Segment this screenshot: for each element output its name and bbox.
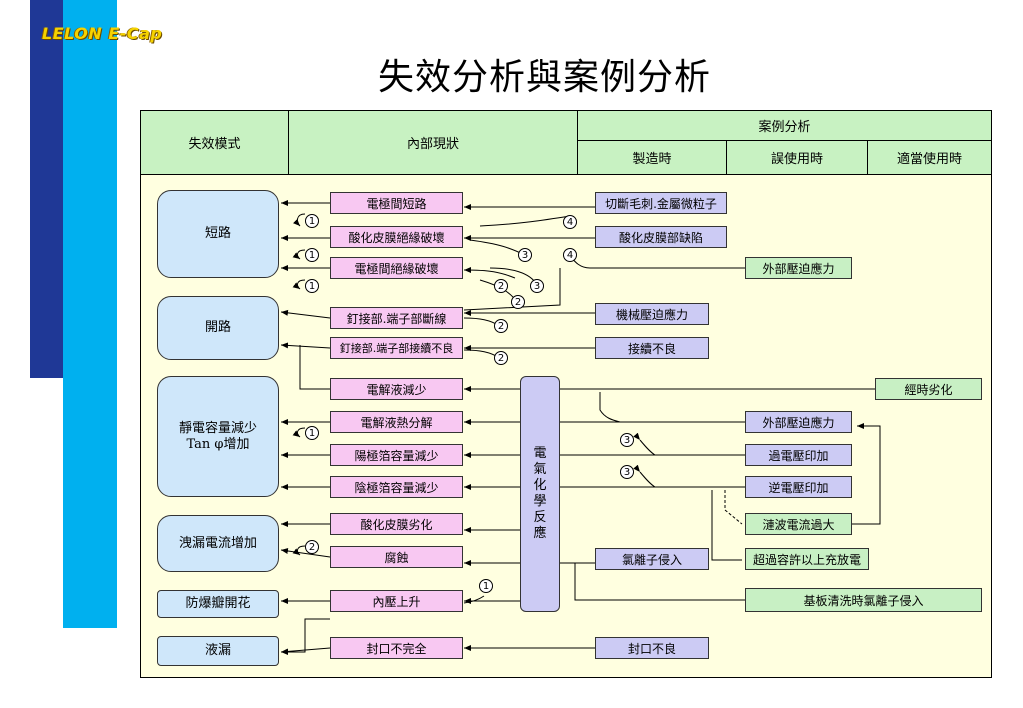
left-light-bar <box>63 0 117 628</box>
mode-open: 開路 <box>157 296 279 360</box>
mode-capacitance-line1: 靜電容量減少 <box>178 420 257 436</box>
env-ripple: 漣波電流過大 <box>745 513 852 535</box>
env-cleaning-chloride: 基板清洗時氯離子侵入 <box>745 588 982 612</box>
env-ext-stress-2: 外部壓迫應力 <box>745 411 852 433</box>
marker-circle: 3 <box>530 279 544 293</box>
brand-logo: LELON E-Cap <box>42 24 163 43</box>
marker-circle: 3 <box>518 248 532 262</box>
cause-oxide-defect: 酸化皮膜部缺陷 <box>595 226 727 248</box>
marker-circle: 4 <box>563 248 577 262</box>
marker-circle: 1 <box>479 579 493 593</box>
electrochem-char: 學 <box>533 494 547 509</box>
electrochem-char: 化 <box>533 478 547 493</box>
page-title: 失效分析與案例分析 <box>378 57 712 98</box>
internal-corrosion: 腐蝕 <box>330 546 463 568</box>
cause-chloride: 氯離子侵入 <box>595 548 709 570</box>
env-reverse-voltage: 逆電壓印加 <box>745 476 852 498</box>
marker-circle: 1 <box>305 214 319 228</box>
mode-capacitance: 靜電容量減少 Tan φ增加 <box>157 376 279 497</box>
internal-anode-decrease: 陽極箔容量減少 <box>330 444 463 466</box>
marker-circle: 2 <box>511 295 525 309</box>
header-manufacturing: 製造時 <box>577 140 727 175</box>
internal-electrode-insulation: 電極間絕緣破壞 <box>330 257 463 279</box>
mode-leakage: 液漏 <box>157 636 279 666</box>
internal-electrode-short: 電極間短路 <box>330 192 463 214</box>
marker-circle: 3 <box>620 465 634 479</box>
electrochem-char: 氣 <box>533 462 547 477</box>
marker-circle: 2 <box>494 351 508 365</box>
marker-circle: 2 <box>494 279 508 293</box>
marker-circle: 2 <box>494 319 508 333</box>
mode-short: 短路 <box>157 190 279 278</box>
marker-circle: 1 <box>305 279 319 293</box>
cause-poor-connection: 接續不良 <box>595 337 709 359</box>
internal-oxide-breakdown: 酸化皮膜絕緣破壞 <box>330 226 463 248</box>
electrochem-char: 應 <box>533 526 547 541</box>
internal-rivet-break: 釘接部.端子部斷線 <box>330 307 463 329</box>
mode-leak-current: 洩漏電流增加 <box>157 515 279 572</box>
internal-rivet-contact: 釘接部.端子部接續不良 <box>330 337 463 359</box>
internal-pressure-rise: 內壓上升 <box>330 590 463 612</box>
electrochem-char: 反 <box>533 510 547 525</box>
internal-seal-incomplete: 封口不完全 <box>330 637 463 659</box>
mode-capacitance-line2: Tan φ增加 <box>186 436 250 452</box>
header-misuse: 誤使用時 <box>726 140 868 175</box>
internal-oxide-degrade: 酸化皮膜劣化 <box>330 513 463 535</box>
marker-circle: 4 <box>563 215 577 229</box>
cause-burr: 切斷毛刺.金屬微粒子 <box>595 192 727 214</box>
internal-electrolyte-decomp: 電解液熱分解 <box>330 411 463 433</box>
marker-circle: 1 <box>305 426 319 440</box>
marker-circle: 2 <box>305 540 319 554</box>
internal-cathode-decrease: 陰極箔容量減少 <box>330 476 463 498</box>
internal-electrolyte-decrease: 電解液減少 <box>330 378 463 400</box>
header-case-analysis: 案例分析 <box>577 110 992 141</box>
mode-vent: 防爆瓣開花 <box>157 590 279 618</box>
marker-circle: 1 <box>305 248 319 262</box>
electrochemical-reaction: 電 氣 化 學 反 應 <box>520 376 560 612</box>
env-over-charge: 超過容許以上充放電 <box>745 548 869 570</box>
marker-circle: 3 <box>620 433 634 447</box>
env-aging: 經時劣化 <box>875 378 982 400</box>
header-failure-mode: 失效模式 <box>140 110 289 175</box>
cause-seal-poor: 封口不良 <box>595 637 709 659</box>
electrochem-char: 電 <box>533 446 547 461</box>
env-overvoltage: 過電壓印加 <box>745 444 852 466</box>
env-ext-stress-1: 外部壓迫應力 <box>745 257 852 279</box>
header-proper-use: 適當使用時 <box>867 140 992 175</box>
cause-mech-stress: 機械壓迫應力 <box>595 303 709 325</box>
